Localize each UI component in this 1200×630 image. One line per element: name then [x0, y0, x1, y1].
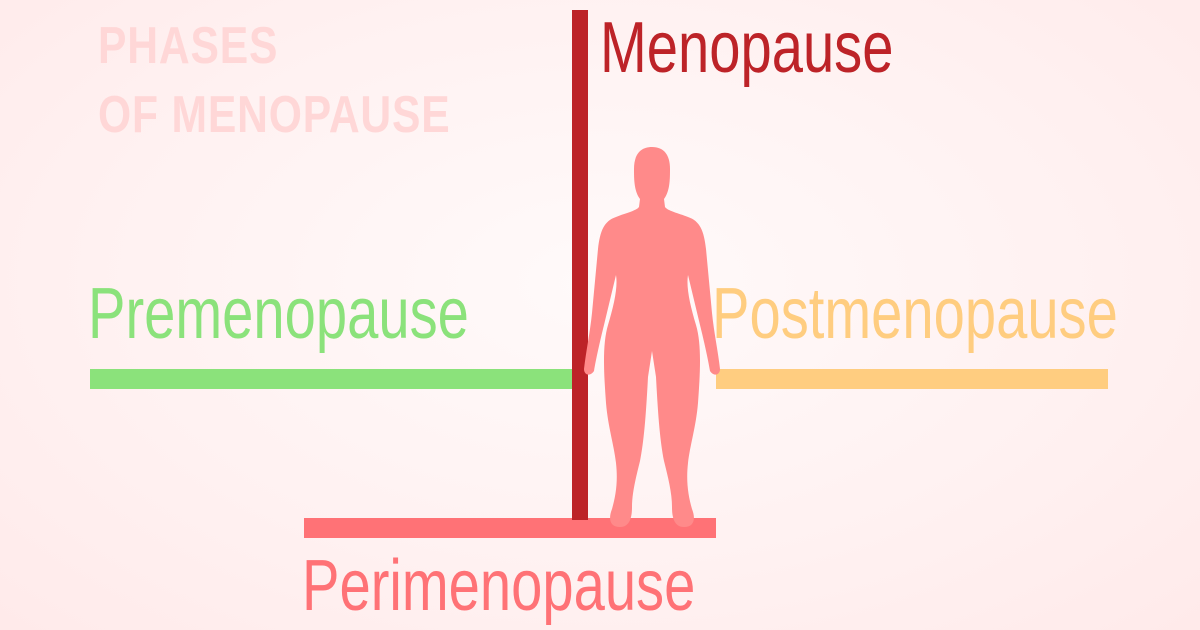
diagram-title-line-1: PHASES	[98, 17, 279, 75]
diagram-title-line-2: OF MENOPAUSE	[98, 86, 451, 144]
premenopause-bar	[90, 369, 574, 389]
female-silhouette-icon	[584, 147, 720, 527]
menopause-bar	[572, 10, 588, 520]
postmenopause-bar	[716, 369, 1108, 389]
menopause-label: Menopause	[600, 8, 894, 88]
postmenopause-label: Postmenopause	[712, 274, 1118, 354]
perimenopause-label: Perimenopause	[302, 546, 696, 626]
premenopause-label: Premenopause	[88, 274, 469, 354]
